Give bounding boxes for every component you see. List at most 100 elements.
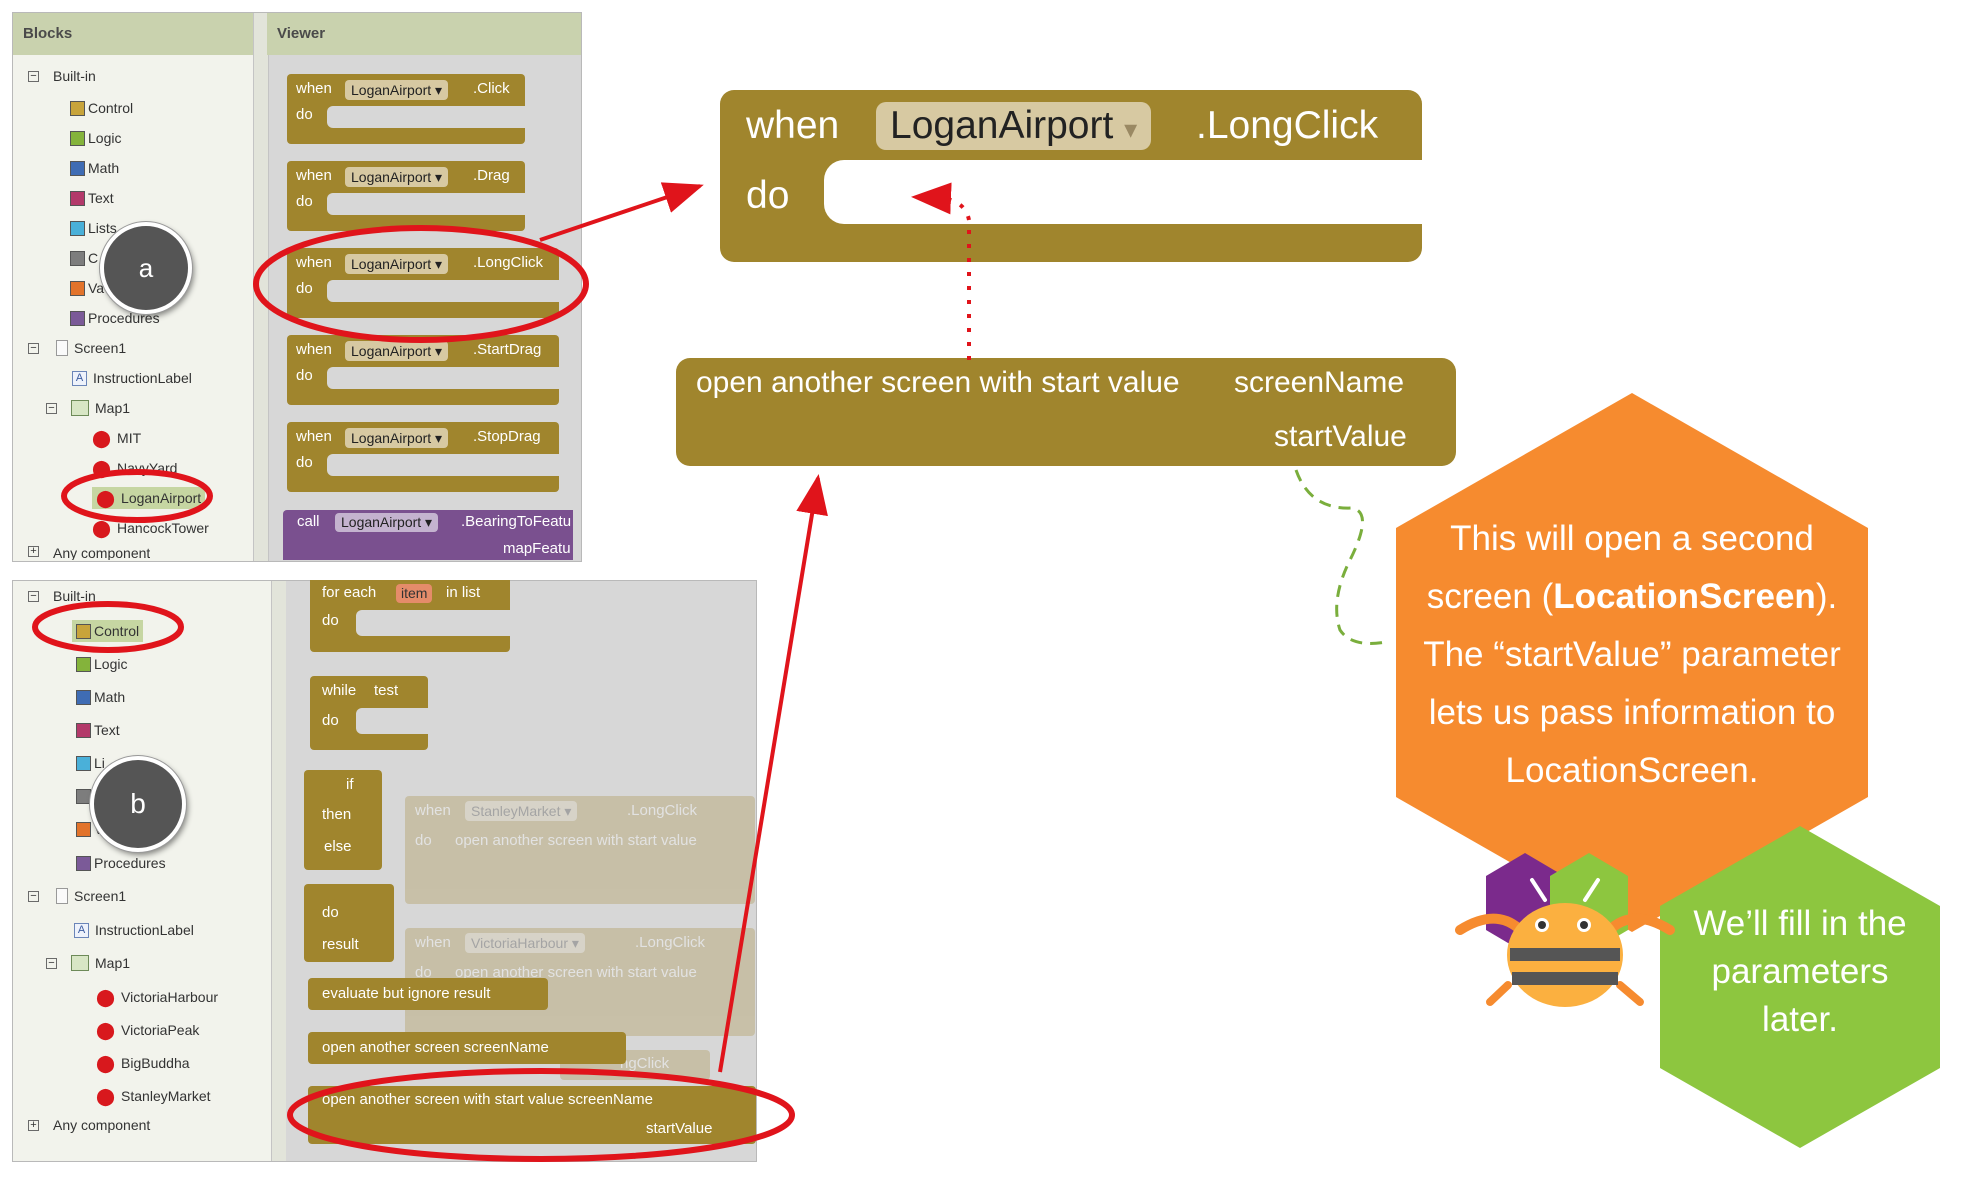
math-swatch-icon [70, 160, 85, 176]
marker-pin-icon: ⬤ [92, 428, 112, 448]
component-dropdown[interactable]: LoganAirport ▾ [876, 102, 1152, 150]
component-dropdown[interactable]: LoganAirport ▾ [345, 80, 449, 100]
item-variable-chip[interactable]: item [396, 584, 433, 603]
tree-item-procedures[interactable]: Procedures [76, 852, 166, 874]
faded-event-stanleymarket: when StanleyMarket ▾ .LongClick do open … [405, 796, 755, 904]
component-dropdown[interactable]: LoganAirport ▾ [345, 167, 449, 187]
dashed-connector [1294, 469, 1387, 645]
screen-icon [56, 888, 68, 904]
tree-any-component[interactable]: +Any component [28, 1114, 150, 1136]
event-block-click[interactable]: when LoganAirport ▾ .Click do [287, 74, 525, 144]
text-swatch-icon [76, 722, 91, 738]
tree-item-procedures[interactable]: Procedures [70, 307, 160, 329]
collapse-icon[interactable]: − [28, 342, 39, 354]
tree-marker-loganairport[interactable]: ⬤LoganAirport [92, 487, 206, 509]
tree-item-variables[interactable]: Va [70, 277, 104, 299]
highlight-ellipse-open-screen [287, 1068, 795, 1162]
orange-hexagon [1396, 393, 1868, 932]
open-screen-block[interactable]: open another screen screenName [308, 1032, 626, 1064]
arrow-to-zoom-event [539, 182, 704, 242]
collapse-icon[interactable]: − [46, 402, 57, 414]
callout-circle-a: a [100, 222, 192, 314]
marker-pin-icon: ⬤ [96, 1053, 116, 1073]
component-dropdown[interactable]: LoganAirport ▾ [345, 254, 449, 274]
variables-swatch-icon [70, 280, 85, 296]
collapse-icon[interactable]: − [46, 957, 57, 969]
statement-slot[interactable] [356, 610, 510, 636]
tree-built-in[interactable]: −Built-in [28, 588, 96, 604]
math-swatch-icon [76, 689, 91, 705]
collapse-icon[interactable]: − [28, 890, 39, 902]
zoom-open-screen-block[interactable]: open another screen with start value scr… [676, 358, 1456, 466]
logic-swatch-icon [70, 130, 85, 146]
tree-map1[interactable]: −Map1 [46, 397, 130, 419]
statement-slot[interactable] [327, 106, 525, 128]
tree-screen1[interactable]: −Screen1 [28, 337, 126, 359]
chevron-down-icon: ▾ [1124, 114, 1138, 144]
green-hexagon [1660, 826, 1940, 1148]
open-screen-start-value-block[interactable]: open another screen with start value scr… [308, 1086, 756, 1144]
tree-built-in[interactable]: −Built-in [28, 65, 96, 87]
tree-marker-hancocktower[interactable]: ⬤HancockTower [92, 518, 209, 538]
marker-pin-icon: ⬤ [92, 518, 112, 538]
logic-swatch-icon [76, 656, 91, 672]
collapse-icon[interactable]: − [28, 70, 39, 82]
control-swatch-icon [76, 623, 91, 639]
component-dropdown[interactable]: LoganAirport ▾ [335, 513, 439, 532]
tree-marker-bigbuddha[interactable]: ⬤BigBuddha [96, 1053, 190, 1073]
component-dropdown[interactable]: LoganAirport ▾ [345, 428, 449, 448]
tree-item-control[interactable]: Control [72, 620, 144, 642]
tree-item-text[interactable]: Text [76, 719, 120, 741]
for-each-block[interactable]: for each item in list do [310, 580, 510, 652]
tree-any-component[interactable]: +Any component [28, 546, 150, 560]
highlight-ellipse-control [32, 601, 184, 653]
while-block[interactable]: while test do [310, 676, 428, 750]
tree-screen1[interactable]: −Screen1 [28, 885, 126, 907]
tree-item-logic[interactable]: Logic [70, 127, 121, 149]
statement-slot[interactable] [327, 280, 559, 302]
label-icon: A [72, 370, 87, 386]
statement-slot[interactable] [327, 367, 559, 389]
collapse-icon[interactable]: − [28, 590, 39, 602]
viewer-header: Viewer [267, 13, 581, 55]
expand-icon[interactable]: + [28, 1119, 39, 1131]
tree-item-control[interactable]: Control [70, 97, 133, 119]
call-block-bearing[interactable]: call LoganAirport ▾ .BearingToFeatu mapF… [283, 510, 573, 560]
tree-item-math[interactable]: Math [70, 157, 119, 179]
event-block-drag[interactable]: when LoganAirport ▾ .Drag do [287, 161, 525, 231]
component-dropdown[interactable]: LoganAirport ▾ [345, 341, 449, 361]
statement-slot[interactable] [356, 708, 428, 734]
callout-circle-b: b [90, 756, 186, 852]
event-block-startdrag[interactable]: when LoganAirport ▾ .StartDrag do [287, 335, 559, 405]
statement-slot[interactable] [327, 193, 525, 215]
procedures-swatch-icon [76, 855, 91, 871]
marker-pin-icon: ⬤ [96, 987, 116, 1007]
tree-item-text[interactable]: Text [70, 187, 114, 209]
tree-marker-stanleymarket[interactable]: ⬤StanleyMarket [96, 1086, 211, 1106]
statement-slot[interactable] [327, 454, 559, 476]
tree-item-logic[interactable]: Logic [76, 653, 127, 675]
highlight-ellipse-longclick [253, 225, 589, 343]
tree-marker-mit[interactable]: ⬤MIT [92, 428, 142, 448]
event-block-stopdrag[interactable]: when LoganAirport ▾ .StopDrag do [287, 422, 559, 492]
bee-mascot-icon [1455, 878, 1675, 1007]
tree-item-colors[interactable]: C [70, 247, 98, 269]
expand-icon[interactable]: + [28, 546, 39, 557]
evaluate-ignore-block[interactable]: evaluate but ignore result [308, 978, 548, 1010]
if-then-else-block[interactable]: if then else [304, 770, 382, 870]
tree-map1[interactable]: −Map1 [46, 952, 130, 974]
arrow-to-zoom-open-screen [718, 474, 828, 1073]
tree-item-lists[interactable]: Li [76, 752, 105, 774]
map-icon [71, 400, 89, 416]
tree-item-math[interactable]: Math [76, 686, 125, 708]
do-result-block[interactable]: do result [304, 884, 394, 962]
tree-item-lists[interactable]: Lists [70, 217, 117, 239]
tree-marker-victoriapeak[interactable]: ⬤VictoriaPeak [96, 1020, 200, 1040]
marker-pin-icon: ⬤ [96, 488, 116, 508]
event-block-longclick[interactable]: when LoganAirport ▾ .LongClick do [287, 248, 559, 318]
tree-marker-victoriaharbour[interactable]: ⬤VictoriaHarbour [96, 987, 219, 1007]
